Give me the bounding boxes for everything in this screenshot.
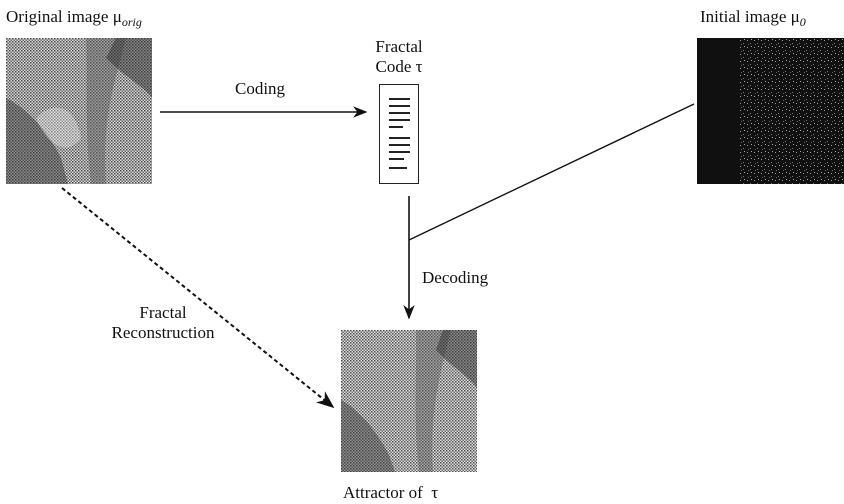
initial-image-text: Initial image: [700, 7, 787, 26]
orig-subscript: orig: [121, 15, 142, 29]
zero-subscript: 0: [799, 15, 806, 29]
initial-image-connector: [408, 103, 695, 241]
reconstruction-line2: Reconstruction: [111, 323, 215, 342]
decoding-label: Decoding: [422, 268, 489, 287]
fractal-code-document-icon: [379, 84, 419, 184]
original-image-text: Original image: [6, 7, 109, 26]
initial-image: [697, 38, 844, 184]
original-image-label: Original image μorig: [6, 7, 142, 32]
fractal-code-line1: Fractal: [375, 37, 423, 56]
mu-symbol-initial: μ: [790, 7, 800, 26]
attractor-label: Attractor of τ: [343, 483, 438, 503]
attractor-text: Attractor of: [343, 483, 423, 502]
tau-symbol-attractor: τ: [431, 483, 439, 502]
fractal-code-label: Fractal Code τ: [368, 37, 430, 77]
attractor-image: [341, 330, 477, 472]
tau-symbol: τ: [415, 57, 423, 76]
fractal-reconstruction-label: Fractal Reconstruction: [103, 303, 223, 343]
coding-label: Coding: [235, 79, 286, 98]
reconstruction-arrow: [61, 187, 335, 409]
mu-symbol: μ: [112, 7, 122, 26]
initial-image-label: Initial image μ0: [700, 7, 806, 32]
code-text: Code: [375, 57, 412, 76]
original-image: [6, 38, 152, 184]
fractal-code-line2: Code τ: [368, 57, 430, 77]
reconstruction-line1: Fractal: [139, 303, 187, 322]
